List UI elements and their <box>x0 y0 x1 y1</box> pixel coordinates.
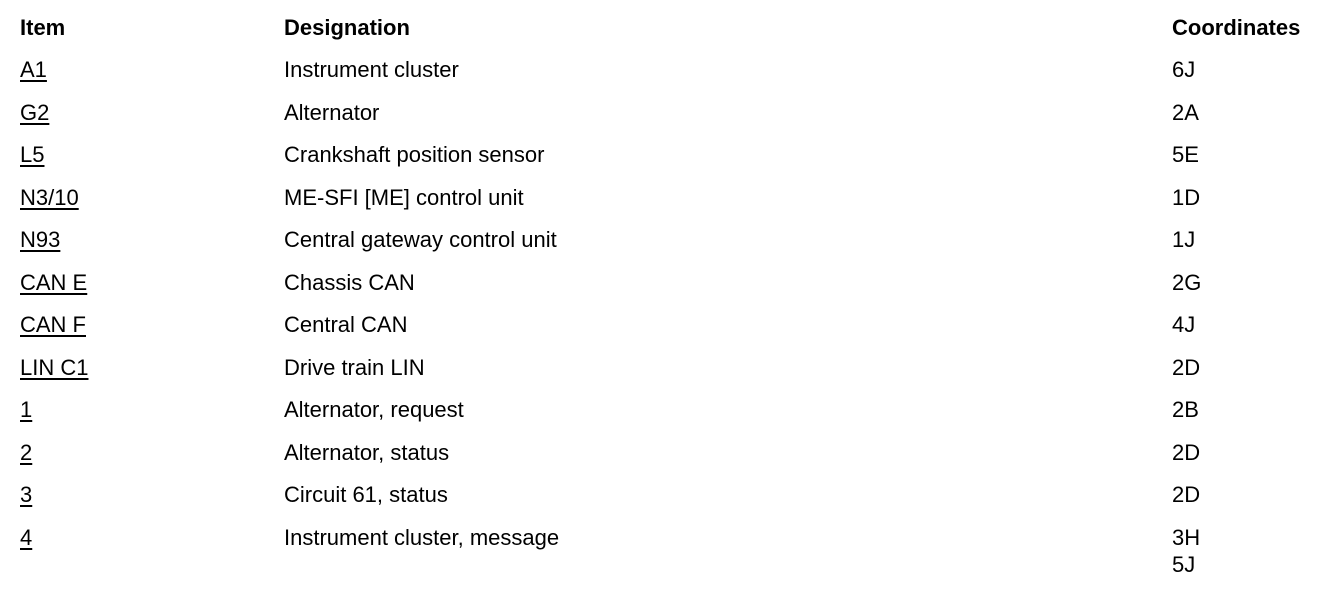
table-row: G2 Alternator 2A <box>0 101 1344 143</box>
table-row: 4 Instrument cluster, message 3H 5J <box>0 526 1344 596</box>
item-code[interactable]: 1 <box>20 397 33 422</box>
table-row: L5 Crankshaft position sensor 5E <box>0 143 1344 185</box>
item-designation: Chassis CAN <box>284 270 415 295</box>
item-code[interactable]: CAN E <box>20 270 88 295</box>
item-coordinates: 4J <box>1172 312 1196 337</box>
table-row: N93 Central gateway control unit 1J <box>0 228 1344 270</box>
table-row: CAN E Chassis CAN 2G <box>0 271 1344 313</box>
item-coordinates: 2D <box>1172 355 1201 380</box>
item-designation: Alternator <box>284 100 380 125</box>
item-code[interactable]: LIN C1 <box>20 355 89 380</box>
item-code[interactable]: A1 <box>20 57 47 82</box>
item-coordinates: 6J <box>1172 57 1196 82</box>
item-designation: Central CAN <box>284 312 408 337</box>
item-coordinates: 2B <box>1172 397 1199 422</box>
item-coordinates: 3H <box>1172 525 1201 550</box>
item-designation: Circuit 61, status <box>284 482 448 507</box>
item-code[interactable]: G2 <box>20 100 50 125</box>
table-row: CAN F Central CAN 4J <box>0 313 1344 355</box>
item-coordinates: 1J <box>1172 227 1196 252</box>
table-row: N3/10 ME-SFI [ME] control unit 1D <box>0 186 1344 228</box>
item-code[interactable]: 2 <box>20 440 33 465</box>
item-designation: Alternator, request <box>284 397 464 422</box>
item-code[interactable]: N3/10 <box>20 185 79 210</box>
item-coordinates-secondary: 5J <box>1172 552 1196 577</box>
item-designation: Instrument cluster <box>284 57 459 82</box>
item-designation: Instrument cluster, message <box>284 525 560 550</box>
item-designation: Drive train LIN <box>284 355 425 380</box>
column-header-coordinates: Coordinates <box>1172 15 1301 40</box>
item-designation: ME-SFI [ME] control unit <box>284 185 524 210</box>
table-header-row: Item Designation Coordinates <box>0 16 1344 58</box>
table-row: A1 Instrument cluster 6J <box>0 58 1344 100</box>
item-code[interactable]: 3 <box>20 482 33 507</box>
item-coordinates: 2G <box>1172 270 1202 295</box>
column-header-designation: Designation <box>284 15 410 40</box>
item-coordinates: 2A <box>1172 100 1199 125</box>
item-coordinates: 1D <box>1172 185 1201 210</box>
item-designation: Central gateway control unit <box>284 227 557 252</box>
item-coordinates: 5E <box>1172 142 1199 167</box>
item-designation: Crankshaft position sensor <box>284 142 545 167</box>
item-coordinates: 2D <box>1172 482 1201 507</box>
item-code[interactable]: 4 <box>20 525 33 550</box>
item-code[interactable]: L5 <box>20 142 45 167</box>
item-designation: Alternator, status <box>284 440 450 465</box>
table-row: 1 Alternator, request 2B <box>0 398 1344 440</box>
table-row: 2 Alternator, status 2D <box>0 441 1344 483</box>
item-code[interactable]: CAN F <box>20 312 86 337</box>
table-row: LIN C1 Drive train LIN 2D <box>0 356 1344 398</box>
item-coordinates: 2D <box>1172 440 1201 465</box>
column-header-item: Item <box>20 15 66 40</box>
table-row: 3 Circuit 61, status 2D <box>0 483 1344 525</box>
item-code[interactable]: N93 <box>20 227 61 252</box>
